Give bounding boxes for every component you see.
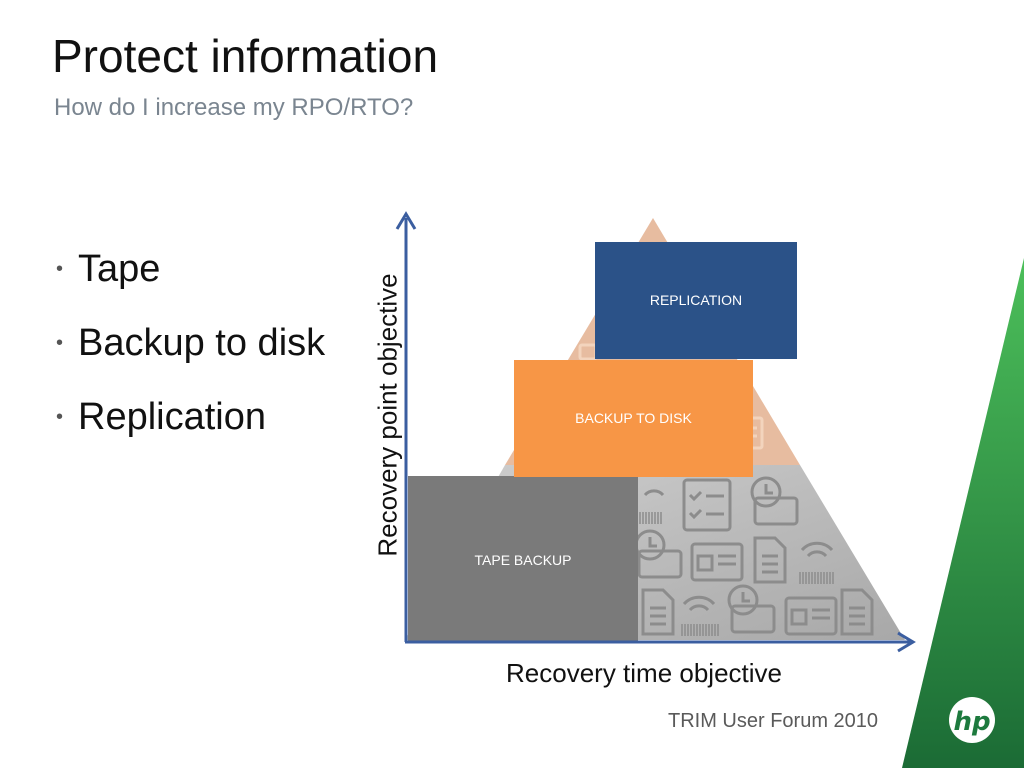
y-axis-arrow-icon <box>395 211 417 230</box>
signal-icon <box>800 541 834 558</box>
clock-icon <box>634 529 683 579</box>
brand-green-stripe <box>902 258 1024 768</box>
bullet-item-replication: • Replication <box>56 380 325 454</box>
replication-box <box>595 242 797 359</box>
document-icon <box>641 588 675 636</box>
y-axis-label: Recovery point objective <box>372 273 403 557</box>
document-icon <box>753 536 787 584</box>
clock-icon <box>727 584 776 634</box>
hp-logo-icon: hp <box>949 697 995 743</box>
bullet-dot-icon: • <box>56 332 64 354</box>
barcode-icon <box>681 624 719 636</box>
bullet-dot-icon: • <box>56 406 64 428</box>
backup-to-disk-box <box>514 360 753 477</box>
bullet-list: • Tape • Backup to disk • Replication <box>56 232 325 454</box>
signal-icon <box>643 489 665 497</box>
backup-to-disk-label: BACKUP TO DISK <box>575 410 692 426</box>
bullet-item-tape: • Tape <box>56 232 325 306</box>
replication-label: REPLICATION <box>649 292 743 308</box>
bullet-label: Backup to disk <box>78 322 326 364</box>
bullet-dot-icon: • <box>56 258 64 280</box>
newspaper-icon <box>784 596 838 636</box>
checklist-icon <box>682 478 732 532</box>
x-axis-arrow-icon <box>897 631 916 653</box>
barcode-icon <box>799 572 834 584</box>
clock-icon <box>750 476 799 526</box>
signal-icon <box>682 595 716 612</box>
tape-backup-label: TAPE BACKUP <box>474 552 572 568</box>
slide-title: Protect information <box>52 30 439 82</box>
bullet-label: Tape <box>78 248 161 290</box>
chart-axes <box>395 211 916 653</box>
bullet-item-backup-to-disk: • Backup to disk <box>56 306 325 380</box>
tape-backup-box <box>408 476 638 641</box>
barcode-icon <box>639 512 662 524</box>
document-icon <box>840 588 874 636</box>
pyramid-icons <box>578 343 874 636</box>
slide-subtitle: How do I increase my RPO/RTO? <box>54 94 414 121</box>
newspaper-icon <box>690 542 744 582</box>
bullet-label: Replication <box>78 396 266 438</box>
footer-text: TRIM User Forum 2010 <box>668 710 879 732</box>
hp-logo-text: hp <box>953 707 990 737</box>
x-axis-label: Recovery time objective <box>506 658 782 688</box>
